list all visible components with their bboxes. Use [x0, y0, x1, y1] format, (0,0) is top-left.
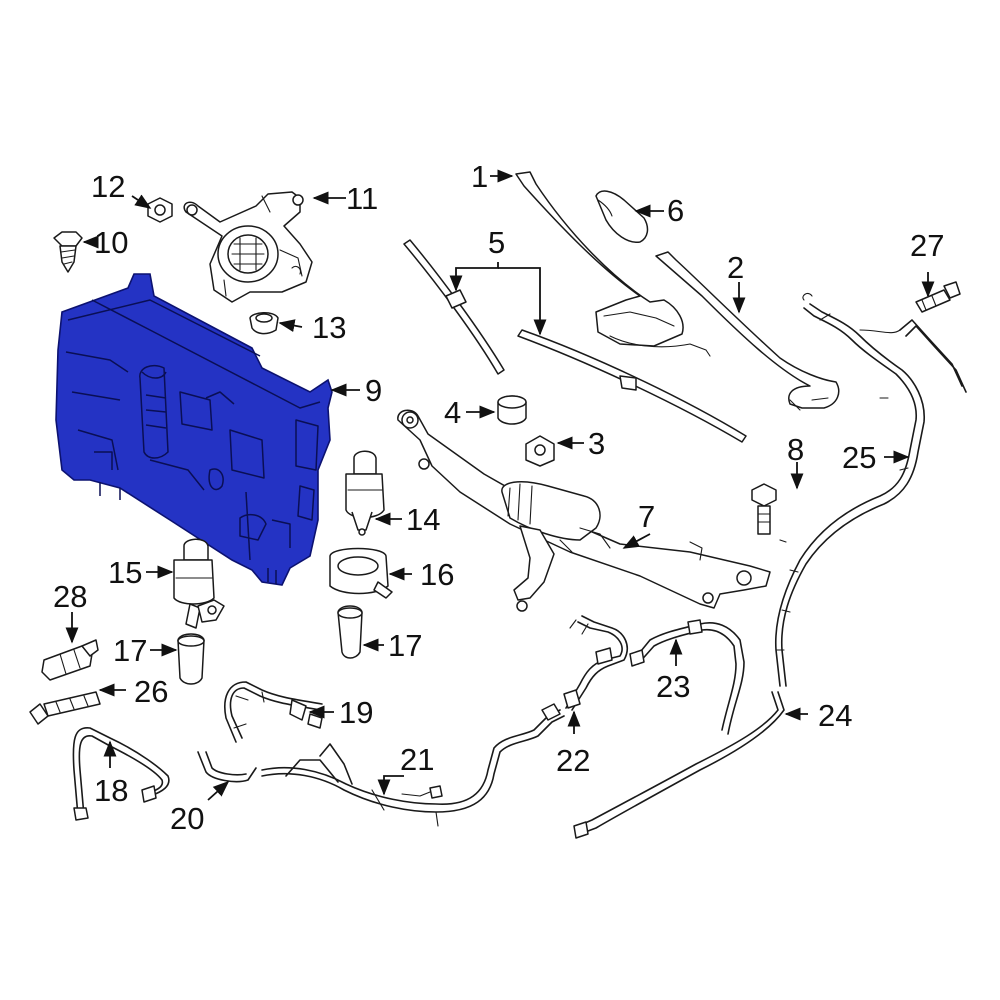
callout-25[interactable]: 25 [842, 440, 876, 475]
hose-part-23[interactable] [629, 619, 745, 735]
cap-part-6[interactable] [595, 190, 649, 243]
callout-23[interactable]: 23 [656, 669, 690, 704]
wiper-blade-part-5-left[interactable] [403, 239, 505, 375]
callout-10[interactable]: 10 [94, 225, 128, 260]
pump-part-15[interactable] [173, 538, 225, 629]
washer-reservoir[interactable] [55, 273, 333, 586]
callout-labels: 1 2 3 4 5 6 7 8 9 10 11 12 13 14 15 16 1… [53, 159, 944, 836]
callout-15[interactable]: 15 [108, 555, 142, 590]
clip-part-27[interactable] [915, 281, 961, 313]
pump-bracket-part-11[interactable] [183, 191, 313, 303]
callout-12[interactable]: 12 [91, 169, 125, 204]
leader-lines [65, 169, 935, 801]
nut-part-3[interactable] [525, 435, 555, 467]
grommet-part-4[interactable] [497, 395, 527, 425]
grommet-part-17-left[interactable] [177, 633, 205, 685]
callout-27[interactable]: 27 [910, 228, 944, 263]
callout-28[interactable]: 28 [53, 579, 87, 614]
callout-6[interactable]: 6 [667, 193, 684, 228]
callout-13[interactable]: 13 [312, 310, 346, 345]
grommet-part-17-right[interactable] [337, 605, 363, 659]
callout-20[interactable]: 20 [170, 801, 204, 836]
hose-part-26[interactable] [29, 691, 101, 725]
wiper-blade-part-5-right[interactable] [517, 329, 747, 443]
callout-8[interactable]: 8 [787, 432, 804, 467]
wiper-arm-part-1[interactable] [515, 171, 711, 357]
callout-5[interactable]: 5 [488, 225, 505, 260]
bolt-part-10[interactable] [53, 231, 83, 273]
callout-17-left[interactable]: 17 [113, 633, 147, 668]
callout-21[interactable]: 21 [400, 742, 434, 777]
reservoir-body [55, 273, 333, 586]
callout-2[interactable]: 2 [727, 250, 744, 285]
callout-22[interactable]: 22 [556, 743, 590, 778]
wiper-arm-part-2[interactable] [655, 251, 840, 411]
hose-part-20[interactable] [197, 751, 257, 783]
callout-14[interactable]: 14 [406, 502, 440, 537]
connector-part-28[interactable] [41, 639, 99, 681]
callout-4[interactable]: 4 [444, 395, 461, 430]
seal-part-16[interactable] [329, 547, 393, 599]
callout-3[interactable]: 3 [588, 426, 605, 461]
callout-18[interactable]: 18 [94, 773, 128, 808]
callout-24[interactable]: 24 [818, 698, 852, 733]
bolt-part-8[interactable] [751, 483, 777, 535]
reservoir-details [65, 299, 321, 584]
nut-part-12[interactable] [147, 197, 173, 223]
callout-11[interactable]: 11 [346, 181, 378, 216]
callout-16[interactable]: 16 [420, 557, 454, 592]
wiper-linkage-part-7[interactable] [397, 409, 771, 612]
clip-part-13[interactable] [249, 312, 279, 335]
callout-19[interactable]: 19 [339, 695, 373, 730]
callout-1[interactable]: 1 [471, 159, 488, 194]
hose-part-25[interactable] [774, 292, 967, 687]
hose-part-21[interactable] [261, 703, 565, 827]
hose-part-24[interactable] [573, 691, 785, 839]
hose-part-18[interactable] [72, 727, 170, 821]
callout-9[interactable]: 9 [365, 373, 382, 408]
hose-part-19[interactable] [224, 681, 323, 743]
callout-26[interactable]: 26 [134, 674, 168, 709]
hose-part-22[interactable] [563, 615, 628, 711]
callout-7[interactable]: 7 [638, 499, 655, 534]
pump-part-14[interactable] [345, 450, 385, 536]
callout-17-right[interactable]: 17 [388, 628, 422, 663]
